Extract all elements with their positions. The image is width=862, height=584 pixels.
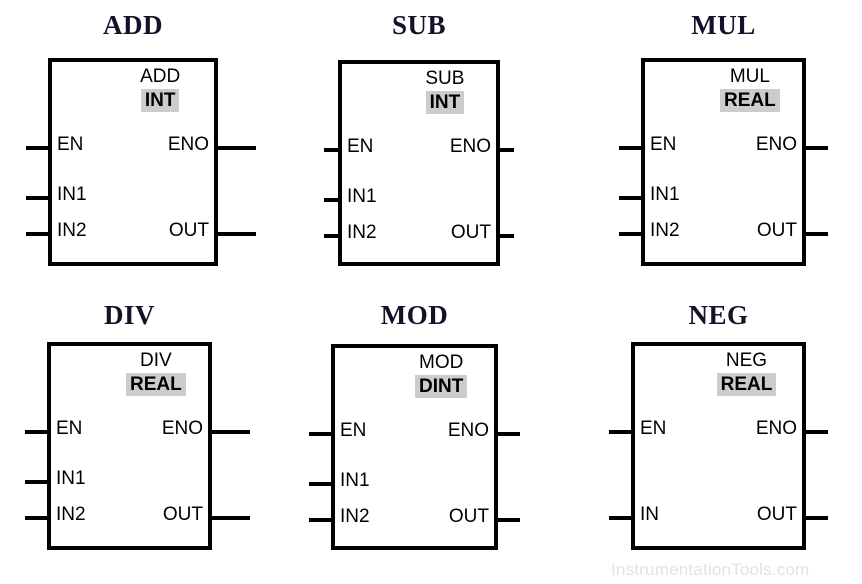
input-wire-in1 (309, 482, 331, 486)
block-title-sub: SUB (391, 10, 447, 40)
input-pin-in2: IN2 (57, 220, 87, 241)
input-pin-in1: IN1 (650, 184, 680, 205)
input-pin-in1: IN1 (347, 186, 377, 207)
block-function-name: SUB (425, 68, 465, 89)
block-function-name: DIV (140, 350, 172, 371)
block-data-type: INT (140, 89, 180, 112)
input-pin-en: EN (340, 420, 367, 441)
input-wire-in1 (619, 196, 641, 200)
output-pin-out: OUT (450, 222, 491, 243)
output-pin-out: OUT (448, 506, 489, 527)
block-function-name: MOD (419, 352, 464, 373)
output-pin-out: OUT (162, 504, 203, 525)
output-wire-out (498, 518, 520, 522)
input-wire-en (324, 148, 338, 152)
block-data-type-wrap: REAL (698, 373, 796, 396)
block-outline (331, 344, 498, 550)
block-function-name: NEG (725, 350, 768, 371)
output-wire-out (218, 232, 256, 236)
input-pin-in1: IN1 (57, 184, 87, 205)
input-pin-in1: IN1 (56, 468, 86, 489)
block-title-mul: MUL (691, 10, 756, 40)
input-wire-in2 (25, 516, 47, 520)
output-pin-eno: ENO (447, 420, 489, 441)
block-function-name: MUL (729, 66, 770, 87)
block-title-neg: NEG (688, 300, 749, 330)
output-wire-eno (218, 146, 256, 150)
block-title-div: DIV (103, 300, 155, 330)
block-function-name: ADD (140, 66, 181, 87)
block-data-type-wrap: INT (113, 89, 208, 112)
input-pin-en: EN (640, 418, 667, 439)
output-wire-eno (500, 148, 514, 152)
input-wire-in1 (324, 198, 338, 202)
output-wire-out (806, 516, 828, 520)
block-data-type-wrap: REAL (704, 89, 796, 112)
input-wire-in2 (324, 234, 338, 238)
input-pin-in2: IN2 (347, 222, 377, 243)
input-pin-in1: IN1 (340, 470, 370, 491)
output-wire-eno (806, 430, 828, 434)
input-wire-en (26, 146, 48, 150)
output-wire-out (806, 232, 828, 236)
block-outline (338, 60, 500, 266)
input-pin-in2: IN2 (650, 220, 680, 241)
block-data-type-wrap: REAL (110, 373, 202, 396)
block-data-type: DINT (415, 375, 468, 398)
block-data-type: REAL (716, 373, 777, 396)
block-data-type-wrap: DINT (394, 375, 488, 398)
output-pin-out: OUT (168, 220, 209, 241)
input-wire-in1 (25, 480, 47, 484)
block-data-type-wrap: INT (400, 91, 491, 114)
block-outline (48, 58, 218, 266)
input-pin-en: EN (56, 418, 83, 439)
input-wire-en (25, 430, 47, 434)
output-wire-out (500, 234, 514, 238)
output-pin-eno: ENO (449, 136, 491, 157)
output-pin-eno: ENO (755, 418, 797, 439)
input-wire-in (609, 516, 631, 520)
block-title-add: ADD (103, 10, 163, 40)
watermark-text: InstrumentationTools.com (611, 560, 810, 579)
output-pin-out: OUT (756, 220, 797, 241)
block-data-type: INT (425, 91, 465, 114)
input-pin-en: EN (57, 134, 84, 155)
block-title-mod: MOD (380, 300, 449, 330)
input-wire-en (309, 432, 331, 436)
input-pin-in2: IN2 (340, 506, 370, 527)
input-pin-in: IN (640, 504, 659, 525)
input-wire-en (609, 430, 631, 434)
output-pin-eno: ENO (755, 134, 797, 155)
input-wire-in1 (26, 196, 48, 200)
input-pin-en: EN (650, 134, 677, 155)
output-wire-out (212, 516, 250, 520)
input-pin-en: EN (347, 136, 374, 157)
output-wire-eno (498, 432, 520, 436)
block-data-type: REAL (126, 373, 186, 396)
input-wire-in2 (619, 232, 641, 236)
input-wire-in2 (309, 518, 331, 522)
output-pin-eno: ENO (161, 418, 203, 439)
input-wire-in2 (26, 232, 48, 236)
input-wire-en (619, 146, 641, 150)
output-wire-eno (212, 430, 250, 434)
output-pin-out: OUT (756, 504, 797, 525)
input-pin-in2: IN2 (56, 504, 86, 525)
output-wire-eno (806, 146, 828, 150)
output-pin-eno: ENO (167, 134, 209, 155)
block-data-type: REAL (720, 89, 780, 112)
